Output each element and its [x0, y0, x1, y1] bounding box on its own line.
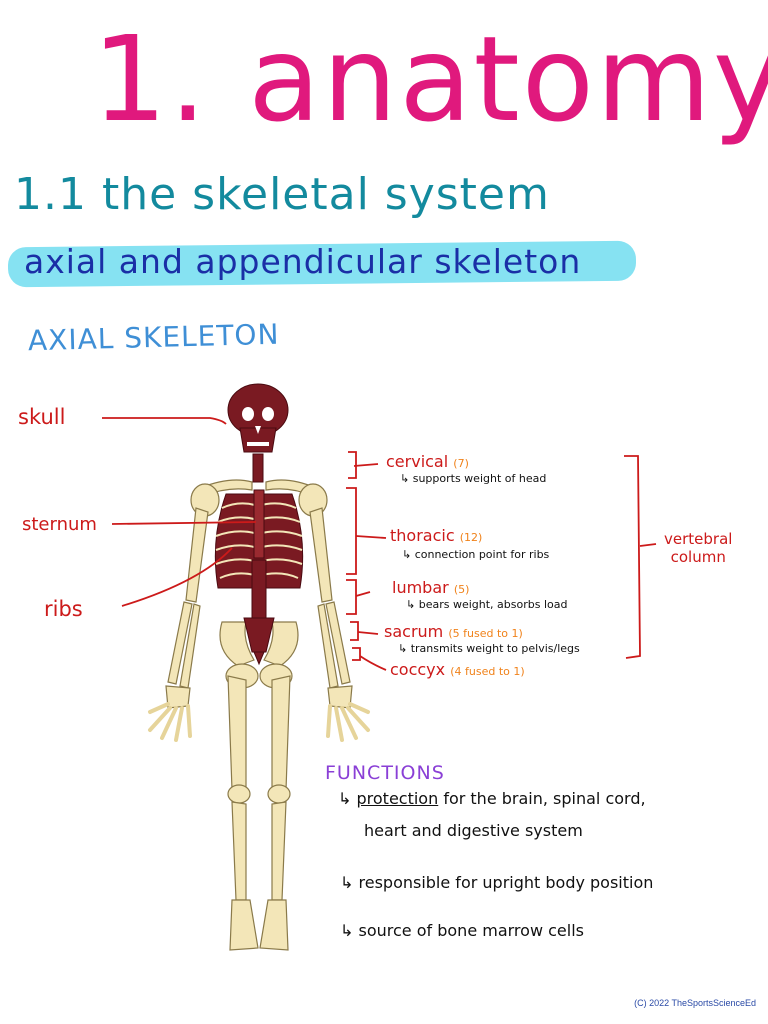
- spine-sacrum-name: sacrum: [384, 622, 444, 641]
- spine-lumbar: lumbar (5) ↳ bears weight, absorbs load: [392, 578, 567, 612]
- function-item-1-prefix: ↳: [338, 789, 357, 808]
- function-item-1: ↳ protection for the brain, spinal cord,: [338, 788, 646, 810]
- label-skull: skull: [18, 405, 66, 429]
- label-vertebral-column: vertebral column: [664, 530, 732, 566]
- label-sternum: sternum: [22, 514, 97, 535]
- left-leader-lines: [102, 417, 257, 607]
- spine-sacrum: sacrum (5 fused to 1) ↳ transmits weight…: [384, 622, 580, 656]
- function-item-1-text: for the brain, spinal cord,: [438, 789, 646, 808]
- function-item-2-prefix: ↳: [340, 873, 359, 892]
- spine-thoracic-note: ↳ connection point for ribs: [402, 548, 550, 561]
- spine-cervical-note: ↳ supports weight of head: [400, 472, 547, 485]
- label-ribs: ribs: [44, 597, 83, 621]
- axial-bones: [214, 383, 304, 666]
- spine-sacrum-count: (5 fused to 1): [448, 627, 523, 640]
- spine-coccyx-count: (4 fused to 1): [450, 665, 525, 678]
- label-vertebral: vertebral: [664, 530, 733, 548]
- page-title: 1. anatomy: [92, 10, 768, 148]
- appendicular-bones: [148, 479, 370, 951]
- function-item-2-text: responsible for upright body position: [358, 873, 654, 892]
- label-column: column: [670, 548, 726, 566]
- function-item-1-continuation: heart and digestive system: [364, 821, 583, 840]
- spine-brackets: [346, 451, 657, 671]
- spine-lumbar-name: lumbar: [392, 578, 449, 597]
- spine-lumbar-count: (5): [453, 583, 470, 596]
- copyright-text: (C) 2022 TheSportsScienceEd: [634, 998, 756, 1008]
- spine-coccyx-name: coccyx: [390, 660, 446, 679]
- function-item-3: ↳ source of bone marrow cells: [340, 920, 584, 942]
- highlight-text: axial and appendicular skeleton: [24, 242, 582, 281]
- spine-thoracic-count: (12): [459, 531, 483, 544]
- function-item-3-prefix: ↳: [340, 921, 359, 940]
- spine-lumbar-note: ↳ bears weight, absorbs load: [406, 598, 568, 611]
- spine-sacrum-note: ↳ transmits weight to pelvis/legs: [398, 642, 580, 655]
- section-subtitle: 1.1 the skeletal system: [14, 169, 550, 220]
- spine-cervical-count: (7): [453, 457, 469, 470]
- spine-cervical: cervical (7) ↳ supports weight of head: [386, 452, 546, 486]
- spine-thoracic-name: thoracic: [390, 526, 455, 545]
- spine-thoracic: thoracic (12) ↳ connection point for rib…: [390, 526, 549, 562]
- function-item-1-underlined: protection: [356, 789, 439, 808]
- spine-cervical-name: cervical: [386, 452, 449, 471]
- spine-coccyx: coccyx (4 fused to 1): [390, 660, 525, 680]
- function-item-3-text: source of bone marrow cells: [358, 921, 584, 940]
- functions-heading: FUNCTIONS: [325, 762, 445, 784]
- function-item-2: ↳ responsible for upright body position: [340, 872, 653, 894]
